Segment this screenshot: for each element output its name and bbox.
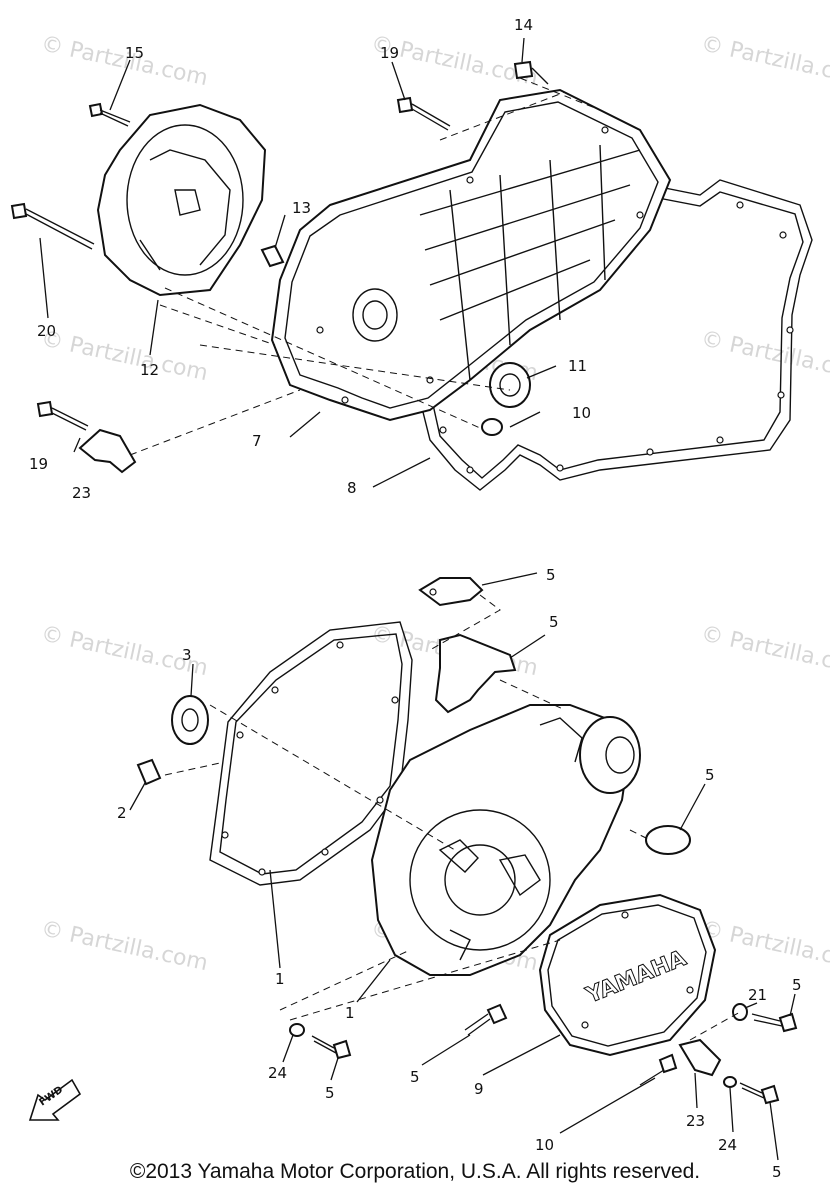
callout-label: 23: [686, 1112, 705, 1130]
callout-label: 12: [140, 361, 159, 379]
collar-3: [136, 758, 162, 786]
callout-label: 14: [514, 16, 533, 34]
copyright-notice: ©2013 Yamaha Motor Corporation, U.S.A. A…: [129, 1160, 701, 1183]
assembly-line: [164, 594, 741, 1041]
watermark: © Partzilla.com: [699, 916, 830, 976]
callout-label: 5: [325, 1084, 335, 1102]
plate-7-hole: [429, 588, 437, 596]
callout-label: 24: [718, 1136, 737, 1154]
watermark: © Partzilla.com: [699, 326, 830, 386]
bolt-5-c: [751, 1012, 798, 1033]
callout-leader: [39, 37, 796, 1161]
callout-label: 20: [37, 322, 56, 340]
outer-cover-bowl: [126, 124, 244, 276]
bolt-19-upper: [396, 96, 451, 131]
bolt-17: [513, 60, 549, 85]
callout-label: 8: [347, 479, 357, 497]
crankcase-cover-right-details: [438, 717, 583, 961]
crankcase-cover-rim: [284, 101, 659, 409]
oil-seal-4: [171, 695, 209, 745]
generator-cover-9-rim: [547, 904, 707, 1047]
crankcase-cover-boss-hole: [362, 300, 388, 330]
bolt-5-b: [311, 1035, 352, 1060]
callout-label: 5: [546, 566, 556, 584]
callout-label: 5: [792, 976, 802, 994]
washer-24-a: [289, 1023, 305, 1037]
clamp-22: [678, 1038, 722, 1077]
callout-label: 11: [568, 357, 587, 375]
bolt-20: [10, 202, 95, 250]
bolt-5-a: [464, 1003, 508, 1036]
oil-seal-14: [489, 362, 531, 408]
bolt-18: [88, 102, 131, 127]
watermark: © Partzilla.com: [699, 31, 830, 91]
watermark: © Partzilla.com: [39, 326, 210, 386]
washer-24-b: [723, 1076, 737, 1088]
oil-seal-14-inner: [499, 373, 521, 397]
outer-cover-inner-walls: [139, 149, 231, 271]
generator-cover-gasket-inner: [219, 633, 403, 875]
forward-direction-arrow: FWD: [28, 1078, 82, 1121]
oil-seal-4-inner: [181, 708, 199, 732]
callout-label: 5: [705, 766, 715, 784]
generator-cover-9: [538, 893, 717, 1057]
callout-label: 19: [380, 44, 399, 62]
crankcase-cover-gasket: [419, 124, 813, 491]
callout-label: 7: [252, 432, 262, 450]
callout-label: 1: [345, 1004, 355, 1022]
bracket-23: [78, 428, 137, 474]
callout-label: 3: [182, 646, 192, 664]
callout-label: 15: [125, 44, 144, 62]
cap-8: [645, 825, 691, 855]
assembly-line: [129, 77, 601, 456]
callout-label: 9: [474, 1080, 484, 1098]
callout-label: 21: [748, 986, 767, 1004]
watermark: © Partzilla.com: [699, 621, 830, 681]
plate-7: [418, 577, 484, 607]
gasket-2-bolt-holes: [221, 641, 399, 876]
callout-label: 5: [410, 1068, 420, 1086]
callout-label: 5: [772, 1163, 782, 1181]
callout-label: 1: [275, 970, 285, 988]
screw-10: [639, 1053, 678, 1086]
callout-label: 13: [292, 199, 311, 217]
dowel-pin-13: [481, 418, 503, 436]
bolt-19-lower: [36, 400, 89, 431]
part-21: [732, 1003, 748, 1021]
callout-label: 23: [72, 484, 91, 502]
plate-6: [434, 633, 517, 714]
crankcase-cover-right-bore: [409, 809, 551, 951]
crankcase-cover-gasket-inner: [431, 137, 804, 479]
outer-cover: [96, 103, 267, 297]
watermark: © Partzilla.com: [39, 916, 210, 976]
callout-label: 19: [29, 455, 48, 473]
callout-label: 2: [117, 804, 127, 822]
callout-label: 10: [572, 404, 591, 422]
callout-label: 10: [535, 1136, 554, 1154]
generator-cover-9-screw-holes: [581, 911, 694, 1029]
crankcase-cover-right-port-inner: [605, 736, 635, 774]
dowel-pin-16: [260, 244, 285, 268]
bolt-5-d: [739, 1082, 780, 1105]
callout-label: 5: [549, 613, 559, 631]
crankcase-cover-right-rotor: [444, 844, 516, 916]
crankcase-cover-boss: [352, 288, 398, 342]
callout-label: 24: [268, 1064, 287, 1082]
crankcase-cover-right: [370, 704, 632, 976]
crankcase-cover-ribs: [419, 144, 641, 381]
crankcase-cover-left: [270, 88, 672, 422]
crankcase-cover-right-port: [579, 716, 641, 794]
